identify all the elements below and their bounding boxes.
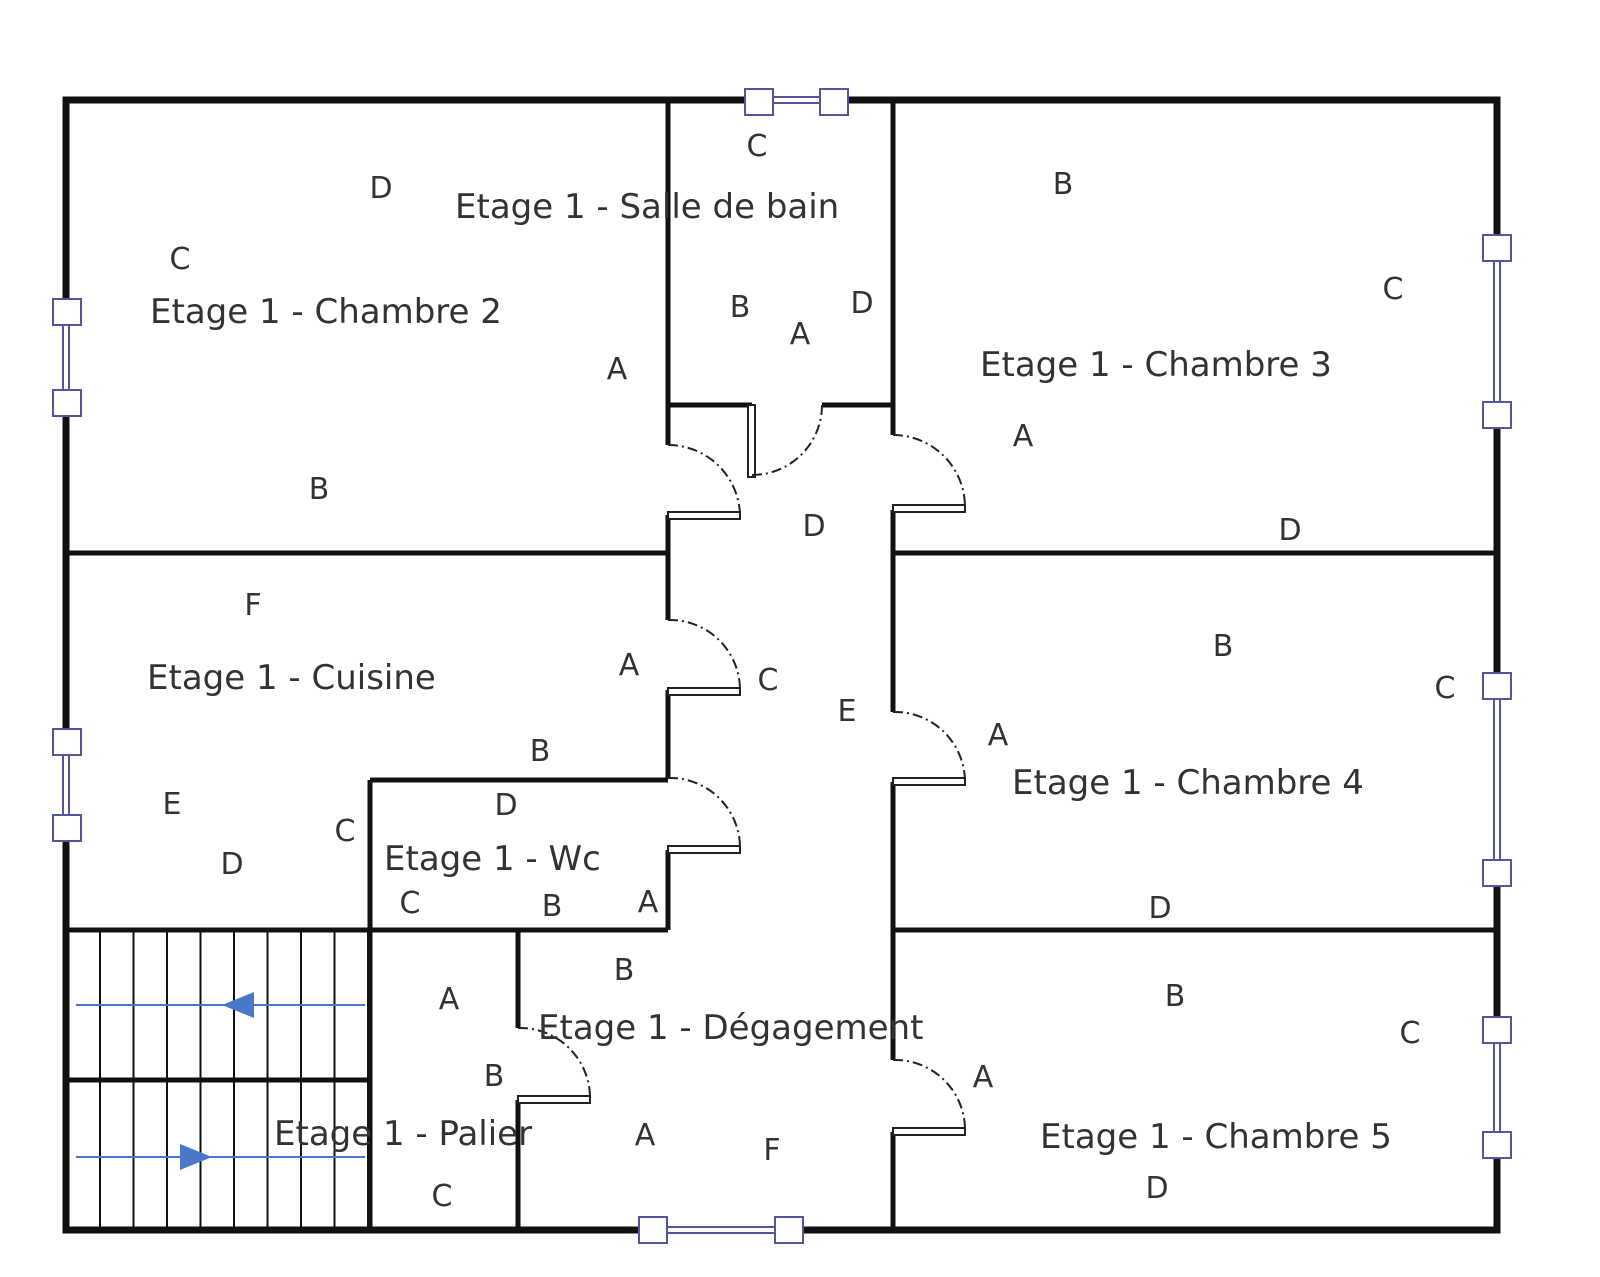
room-label-palier[interactable]: Etage 1 - Palier: [274, 1114, 532, 1154]
arrow-right-icon: [180, 1144, 212, 1170]
door[interactable]: [892, 777, 966, 786]
wall-tag: A: [638, 885, 659, 920]
wall-tag: C: [758, 663, 779, 698]
wall-tag: F: [244, 588, 261, 623]
wall-tag: C: [1383, 272, 1404, 307]
room-label-cuisine[interactable]: Etage 1 - Cuisine: [147, 658, 436, 698]
wall-tag: C: [1435, 671, 1456, 706]
wall-tag: A: [635, 1118, 656, 1153]
wall-tag: A: [607, 352, 628, 387]
wall-tag: A: [988, 718, 1009, 753]
wall-tag: D: [802, 509, 825, 544]
wall-tag: D: [1145, 1171, 1168, 1206]
room-labels: Etage 1 - Chambre 2 Etage 1 - Salle de b…: [147, 187, 1392, 1157]
wall-tag: D: [494, 788, 517, 823]
door[interactable]: [667, 511, 741, 520]
door[interactable]: [517, 1095, 591, 1104]
interior-walls: [66, 100, 1497, 1230]
room-label-chambre-4[interactable]: Etage 1 - Chambre 4: [1012, 763, 1364, 803]
wall-tag: E: [838, 694, 857, 729]
wall-tag: A: [973, 1060, 994, 1095]
room-label-degagement[interactable]: Etage 1 - Dégagement: [538, 1008, 923, 1048]
room-label-wc[interactable]: Etage 1 - Wc: [384, 839, 601, 879]
door[interactable]: [892, 1127, 966, 1136]
room-label-chambre-2[interactable]: Etage 1 - Chambre 2: [150, 292, 502, 332]
wall-tag: D: [220, 847, 243, 882]
wall-tag: C: [335, 814, 356, 849]
room-label-chambre-5[interactable]: Etage 1 - Chambre 5: [1040, 1117, 1392, 1157]
wall-tag: A: [1013, 419, 1034, 454]
wall-tag: B: [1053, 167, 1074, 202]
wall-tag: C: [400, 886, 421, 921]
door[interactable]: [667, 845, 741, 854]
wall-tag: F: [763, 1133, 780, 1168]
wall-tag: B: [1213, 629, 1234, 664]
wall-tag: B: [542, 889, 563, 924]
wall-tag: D: [850, 286, 873, 321]
door[interactable]: [667, 687, 741, 696]
wall-tag: A: [790, 317, 811, 352]
wall-tag: D: [1278, 513, 1301, 548]
door[interactable]: [892, 504, 966, 513]
wall-tag: C: [747, 129, 768, 164]
wall-tag: C: [170, 242, 191, 277]
wall-tag: C: [1400, 1016, 1421, 1051]
door[interactable]: [747, 404, 756, 478]
wall-tag: B: [730, 290, 751, 325]
wall-tag: D: [369, 171, 392, 206]
wall-tag: C: [432, 1179, 453, 1214]
wall-tags: D C A B C B A D B C A D D E C F A B F A …: [163, 129, 1456, 1214]
windows: [52, 88, 1512, 1244]
wall-tag: D: [1148, 891, 1171, 926]
wall-tag: E: [163, 787, 182, 822]
wall-tag: B: [614, 953, 635, 988]
wall-tag: B: [309, 472, 330, 507]
wall-tag: B: [484, 1059, 505, 1094]
wall-tag: B: [1165, 979, 1186, 1014]
stair-arrows: [76, 992, 365, 1170]
wall-tag: A: [619, 648, 640, 683]
arrow-left-icon: [222, 992, 254, 1018]
wall-tag: A: [439, 982, 460, 1017]
wall-tag: B: [530, 734, 551, 769]
doors: [517, 404, 967, 1136]
room-label-chambre-3[interactable]: Etage 1 - Chambre 3: [980, 345, 1332, 385]
room-label-salle-de-bain[interactable]: Etage 1 - Salle de bain: [455, 187, 839, 227]
